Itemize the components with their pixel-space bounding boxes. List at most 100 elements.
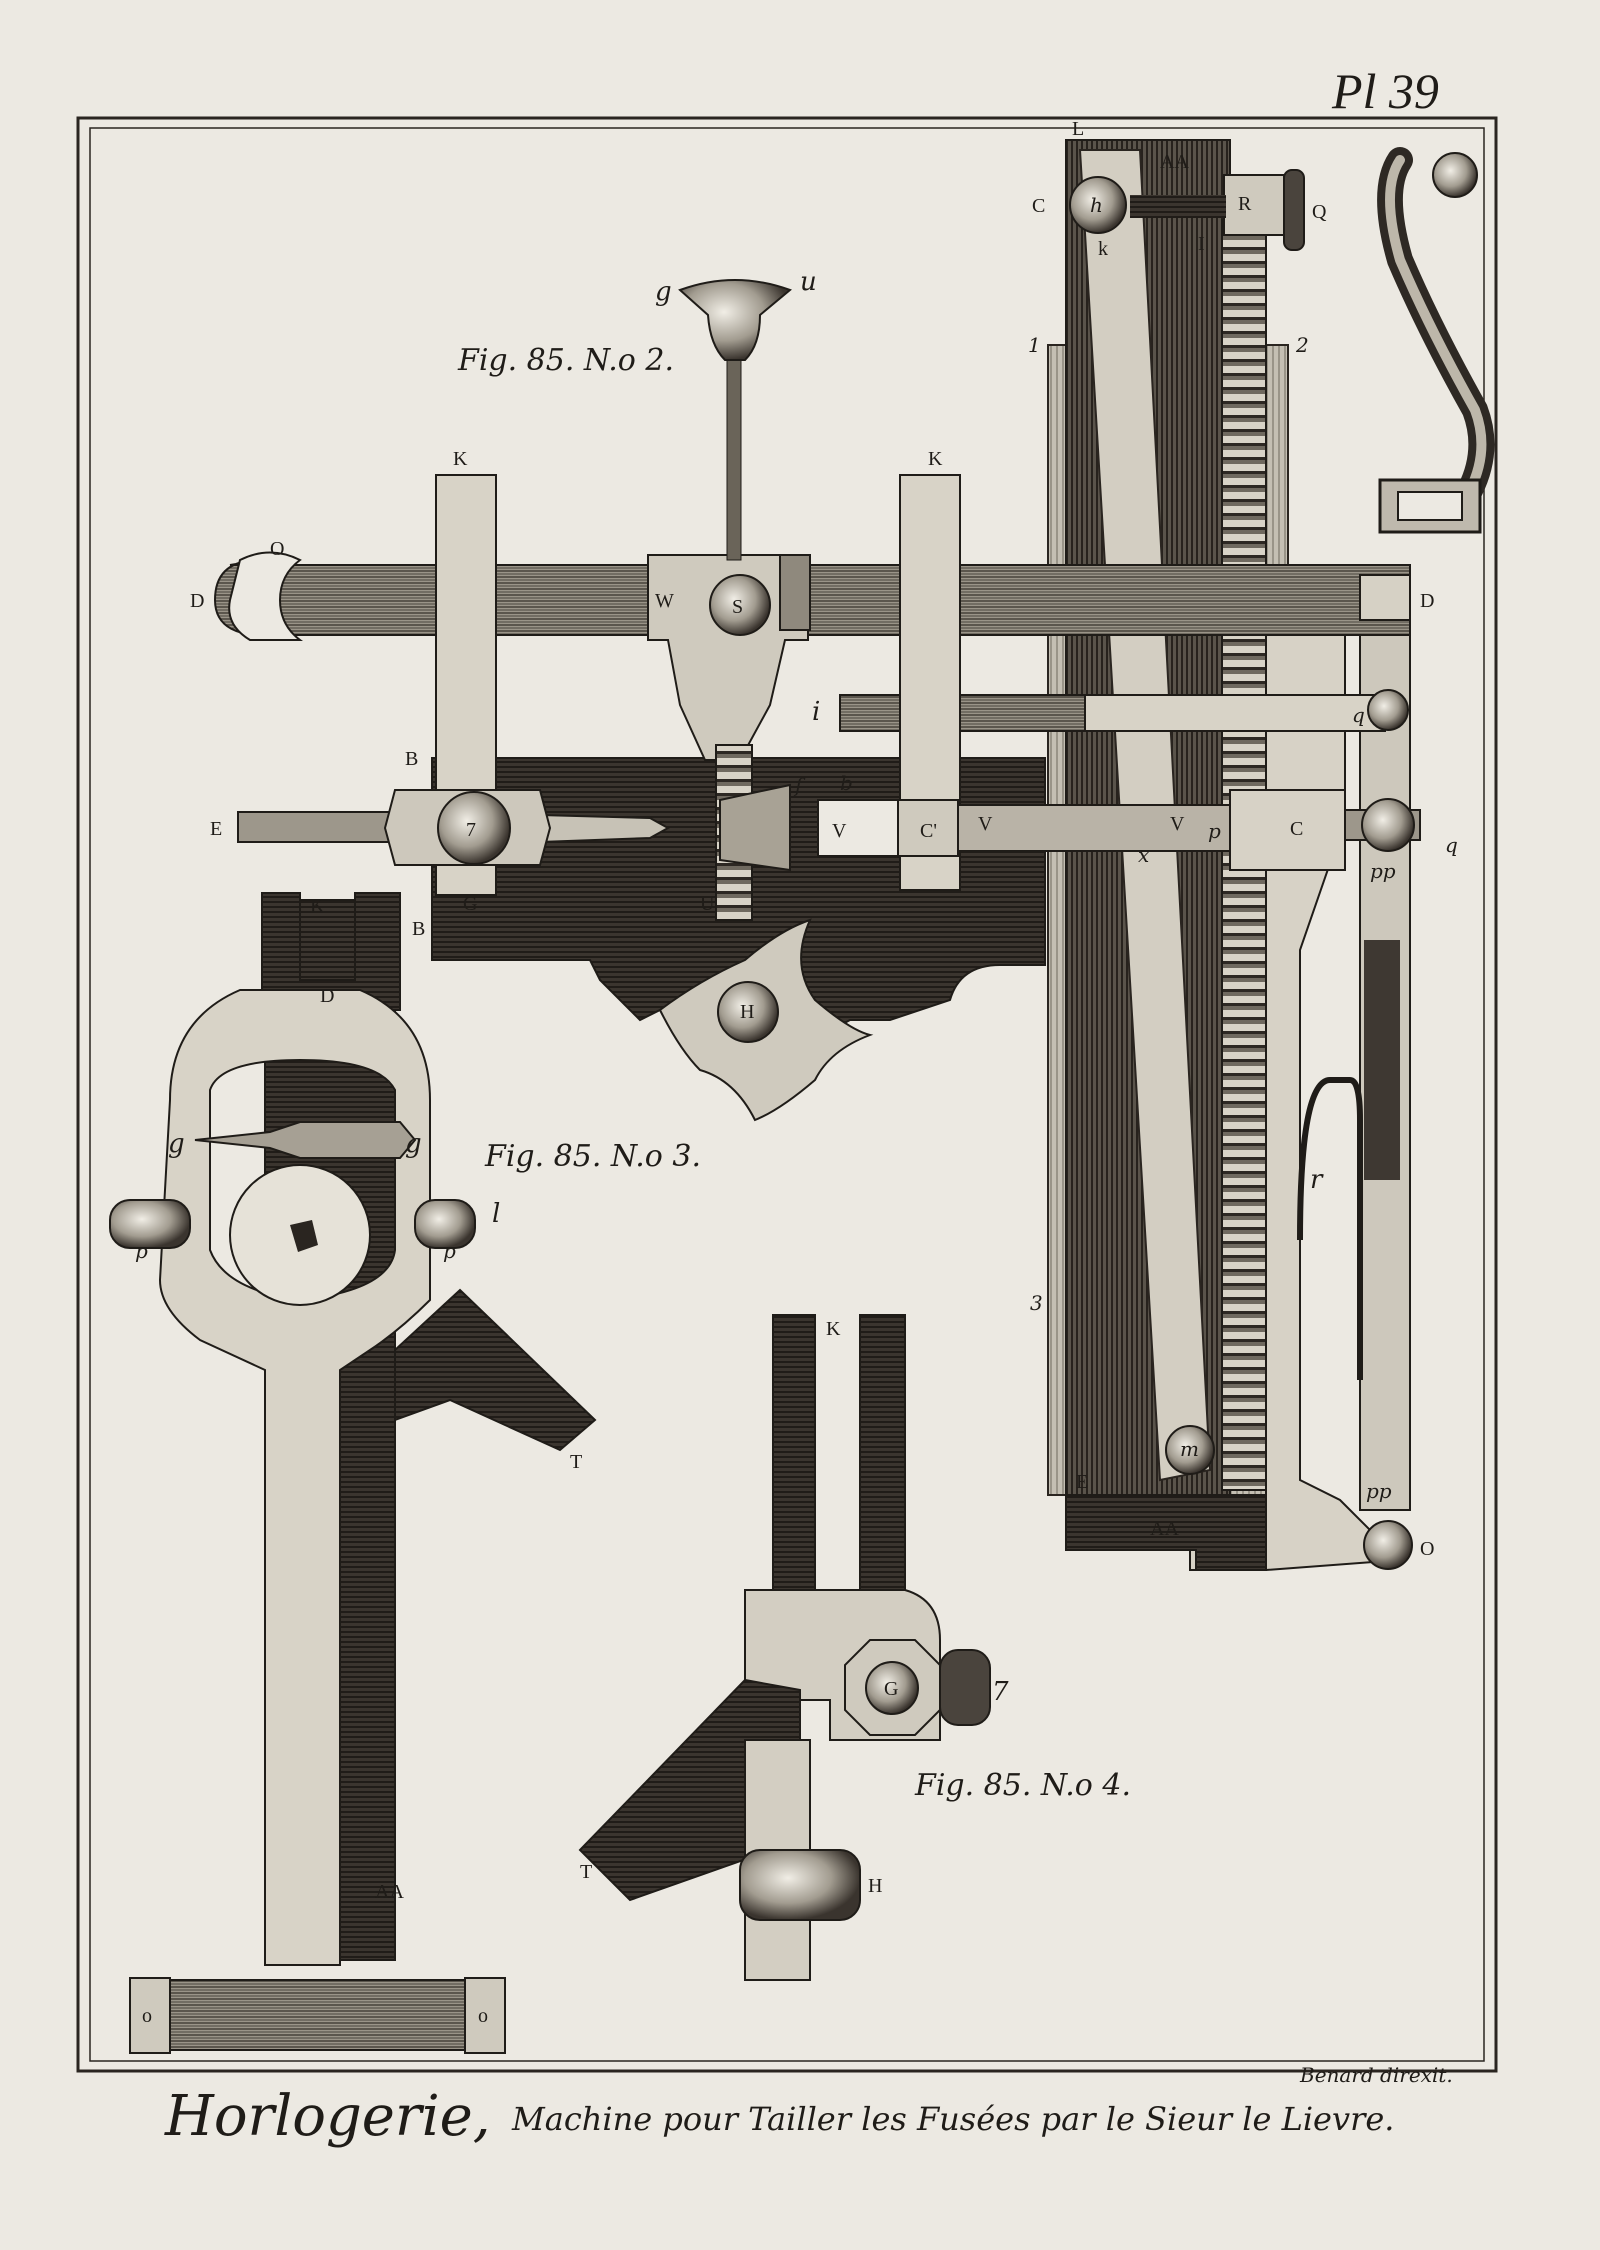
thumbwheel-Q bbox=[1283, 169, 1305, 251]
label-p: p bbox=[1208, 819, 1221, 843]
label-AA-top: AA bbox=[1160, 151, 1189, 173]
saddle-W-clamp bbox=[779, 554, 811, 631]
figure-2-machine bbox=[213, 139, 1495, 1571]
column-foot bbox=[1065, 1494, 1267, 1571]
label-K-fig4: K bbox=[826, 1318, 841, 1340]
label-B-lower: B bbox=[412, 918, 425, 940]
label-T-fig4: T bbox=[580, 1861, 592, 1883]
screw-o bbox=[1363, 1520, 1413, 1570]
label-o-left-fig3: o bbox=[142, 2005, 152, 2027]
label-W: W bbox=[655, 590, 674, 612]
label-H-fig4: H bbox=[868, 1875, 882, 1897]
label-D-left: D bbox=[190, 590, 204, 612]
label-K-right: K bbox=[928, 448, 943, 470]
label-C-top: C bbox=[1032, 195, 1045, 217]
figure-3-stand bbox=[109, 892, 597, 2054]
label-V-1: V bbox=[832, 820, 847, 842]
label-r: r bbox=[1310, 1165, 1324, 1195]
label-Q: Q bbox=[1312, 201, 1327, 223]
plate-title-sub: Machine pour Tailler les Fusées par le S… bbox=[511, 2100, 1394, 2138]
label-H-fig2: H bbox=[740, 1001, 754, 1023]
block-Cp bbox=[897, 799, 959, 857]
stand-base bbox=[134, 1979, 491, 2051]
label-g-top: g bbox=[655, 277, 672, 307]
engraver-credit: Benard direxit. bbox=[1299, 2063, 1453, 2087]
beam-D-end bbox=[1359, 574, 1411, 621]
top-block-R bbox=[1223, 174, 1285, 236]
label-g-left-fig3: g bbox=[168, 1129, 185, 1159]
nut-Z bbox=[437, 791, 511, 865]
label-B-upper: B bbox=[405, 748, 418, 770]
label-K-left: K bbox=[453, 448, 468, 470]
label-Z: 7 bbox=[466, 819, 476, 841]
label-b: b bbox=[840, 771, 853, 795]
label-T-fig3: T bbox=[570, 1451, 582, 1473]
crank-handle bbox=[1377, 147, 1495, 534]
block-C bbox=[1229, 789, 1346, 871]
label-h: h bbox=[1090, 193, 1103, 217]
stand-arm-T bbox=[394, 1288, 597, 1452]
label-O-hook: O bbox=[270, 538, 284, 560]
block-V bbox=[817, 799, 899, 857]
knob-top bbox=[678, 279, 792, 361]
stand-screw-right bbox=[414, 1199, 476, 1249]
label-p-left-fig3: p bbox=[135, 1239, 148, 1263]
hook-O bbox=[228, 551, 303, 641]
label-R: R bbox=[1238, 193, 1252, 215]
screw-m bbox=[1165, 1425, 1215, 1475]
label-g-right-fig3: g bbox=[405, 1129, 422, 1159]
plate-number: Pl 39 bbox=[1331, 63, 1439, 119]
stand-axle bbox=[194, 1121, 417, 1159]
label-G-fig4: G bbox=[884, 1678, 898, 1700]
label-k: k bbox=[1098, 238, 1108, 260]
label-AA-fig3: AA bbox=[375, 1881, 404, 1903]
beam-D bbox=[213, 559, 1411, 637]
label-O-lower: O bbox=[1420, 1538, 1434, 1560]
screw-q bbox=[1367, 689, 1409, 731]
bar-i-light bbox=[1084, 694, 1386, 732]
nut-l bbox=[1361, 798, 1415, 852]
stand-screw-left bbox=[109, 1199, 191, 1249]
label-C-right: C bbox=[1290, 818, 1303, 840]
label-pp-lower: pp bbox=[1366, 1479, 1392, 1503]
arbor-E bbox=[237, 811, 409, 843]
label-m: m bbox=[1180, 1437, 1199, 1461]
stand-base-right bbox=[464, 1977, 506, 2054]
label-3: 3 bbox=[1030, 1291, 1043, 1315]
plate-border-inner bbox=[89, 127, 1485, 2062]
side-arm-shadow bbox=[1364, 940, 1400, 1180]
plate-border-outer bbox=[76, 116, 1498, 2073]
spring-loop bbox=[1297, 1077, 1363, 1380]
label-V-2: V bbox=[978, 813, 993, 835]
stand-disc-square bbox=[290, 1220, 318, 1252]
label-D-right: D bbox=[1420, 590, 1434, 612]
label-i: i bbox=[812, 697, 820, 727]
label-u-top: u bbox=[800, 267, 817, 297]
caption-fig3: Fig. 85. N.o 3. bbox=[484, 1139, 701, 1174]
clamp-thumbscrew-H bbox=[739, 1849, 861, 1921]
label-AA-lower: AA bbox=[1150, 1518, 1179, 1540]
spindle-vertical bbox=[726, 359, 742, 561]
label-E-lower: E bbox=[1076, 1471, 1088, 1493]
label-G-fig2: G bbox=[463, 893, 477, 915]
label-l-fig3: l bbox=[492, 1199, 500, 1229]
caption-fig4: Fig. 85. N.o 4. bbox=[914, 1768, 1131, 1803]
label-pp-upper: pp bbox=[1370, 859, 1396, 883]
letter-labels: L AA C h k R Q I 1 2 3 g u K K O D D W S… bbox=[135, 118, 1458, 2027]
label-2: 2 bbox=[1295, 333, 1309, 357]
caption-fig2: Fig. 85. N.o 2. bbox=[457, 343, 674, 378]
label-Cp: C' bbox=[920, 820, 937, 842]
clamp-thumbscrew-7 bbox=[939, 1649, 991, 1726]
nut-H bbox=[717, 981, 779, 1043]
label-V-3: V bbox=[1170, 813, 1185, 835]
figure-4-clamp bbox=[578, 1314, 991, 1981]
plate-title-main: Horlogerie, bbox=[164, 2084, 491, 2149]
clamp-nut-G bbox=[865, 1661, 919, 1715]
label-p-right-fig3: p bbox=[443, 1239, 456, 1263]
label-E: E bbox=[210, 818, 222, 840]
label-7-fig4: 7 bbox=[992, 1677, 1009, 1707]
label-q-lower: q bbox=[1445, 833, 1458, 857]
label-o-right-fig3: o bbox=[478, 2005, 488, 2027]
fusee-cone bbox=[719, 783, 791, 872]
label-L: L bbox=[1072, 118, 1084, 140]
